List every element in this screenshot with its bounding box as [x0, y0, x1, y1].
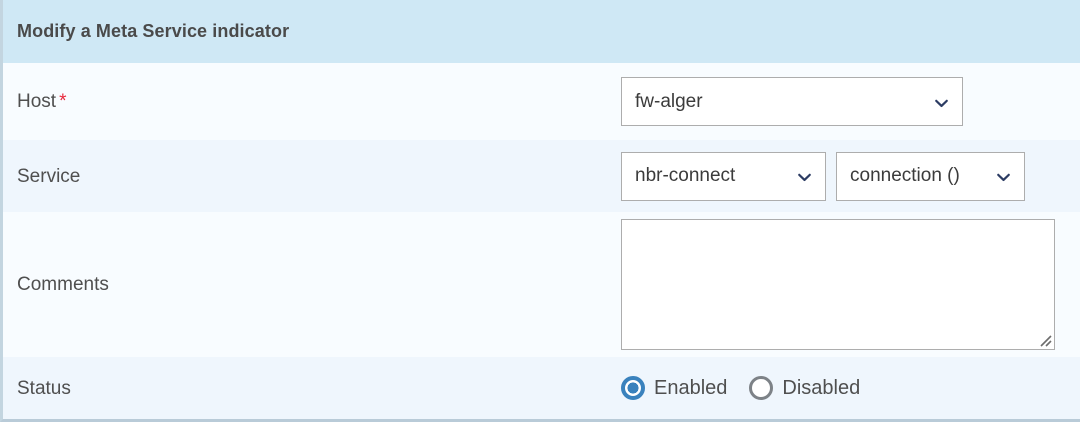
- service-name-select-value: nbr-connect: [635, 165, 736, 186]
- form-row-comments: Comments: [3, 212, 1080, 357]
- status-radio-disabled-label: Disabled: [782, 376, 861, 399]
- status-radio-disabled[interactable]: Disabled: [749, 376, 860, 400]
- comments-label: Comments: [17, 275, 621, 294]
- resize-grip-icon[interactable]: [1038, 333, 1052, 347]
- status-label-text: Status: [17, 377, 71, 399]
- form-row-host: Host* fw-alger: [3, 63, 1080, 140]
- status-label: Status: [17, 379, 621, 398]
- radio-unselected-icon[interactable]: [749, 376, 774, 400]
- chevron-down-icon: [797, 170, 812, 185]
- form-row-status: Status Enabled Disabled: [3, 357, 1080, 419]
- service-name-select[interactable]: nbr-connect: [621, 151, 826, 201]
- host-select[interactable]: fw-alger: [621, 77, 963, 126]
- radio-selected-icon[interactable]: [621, 376, 645, 400]
- status-radio-enabled[interactable]: Enabled: [621, 376, 727, 400]
- form-row-service: Service nbr-connect connection (): [3, 140, 1080, 212]
- chevron-down-icon: [996, 170, 1011, 185]
- host-label-text: Host: [17, 91, 57, 112]
- required-asterisk-icon: *: [59, 91, 67, 112]
- host-control: fw-alger: [621, 77, 963, 126]
- service-label-text: Service: [17, 165, 81, 187]
- service-control: nbr-connect connection (): [621, 151, 1025, 201]
- chevron-down-icon: [934, 96, 949, 111]
- comments-control: [621, 219, 1055, 350]
- comments-label-text: Comments: [17, 274, 109, 295]
- service-label: Service: [17, 167, 621, 186]
- service-metric-select-value: connection (): [850, 165, 960, 186]
- status-radio-group: Enabled Disabled: [621, 376, 882, 400]
- comments-textarea-wrapper[interactable]: [621, 219, 1055, 350]
- status-radio-enabled-label: Enabled: [654, 376, 728, 399]
- panel-header: Modify a Meta Service indicator: [3, 0, 1080, 63]
- host-label: Host*: [17, 92, 621, 111]
- page-title: Modify a Meta Service indicator: [17, 21, 290, 41]
- host-select-value: fw-alger: [635, 90, 703, 112]
- status-control: Enabled Disabled: [621, 376, 882, 400]
- service-metric-select[interactable]: connection (): [836, 151, 1025, 201]
